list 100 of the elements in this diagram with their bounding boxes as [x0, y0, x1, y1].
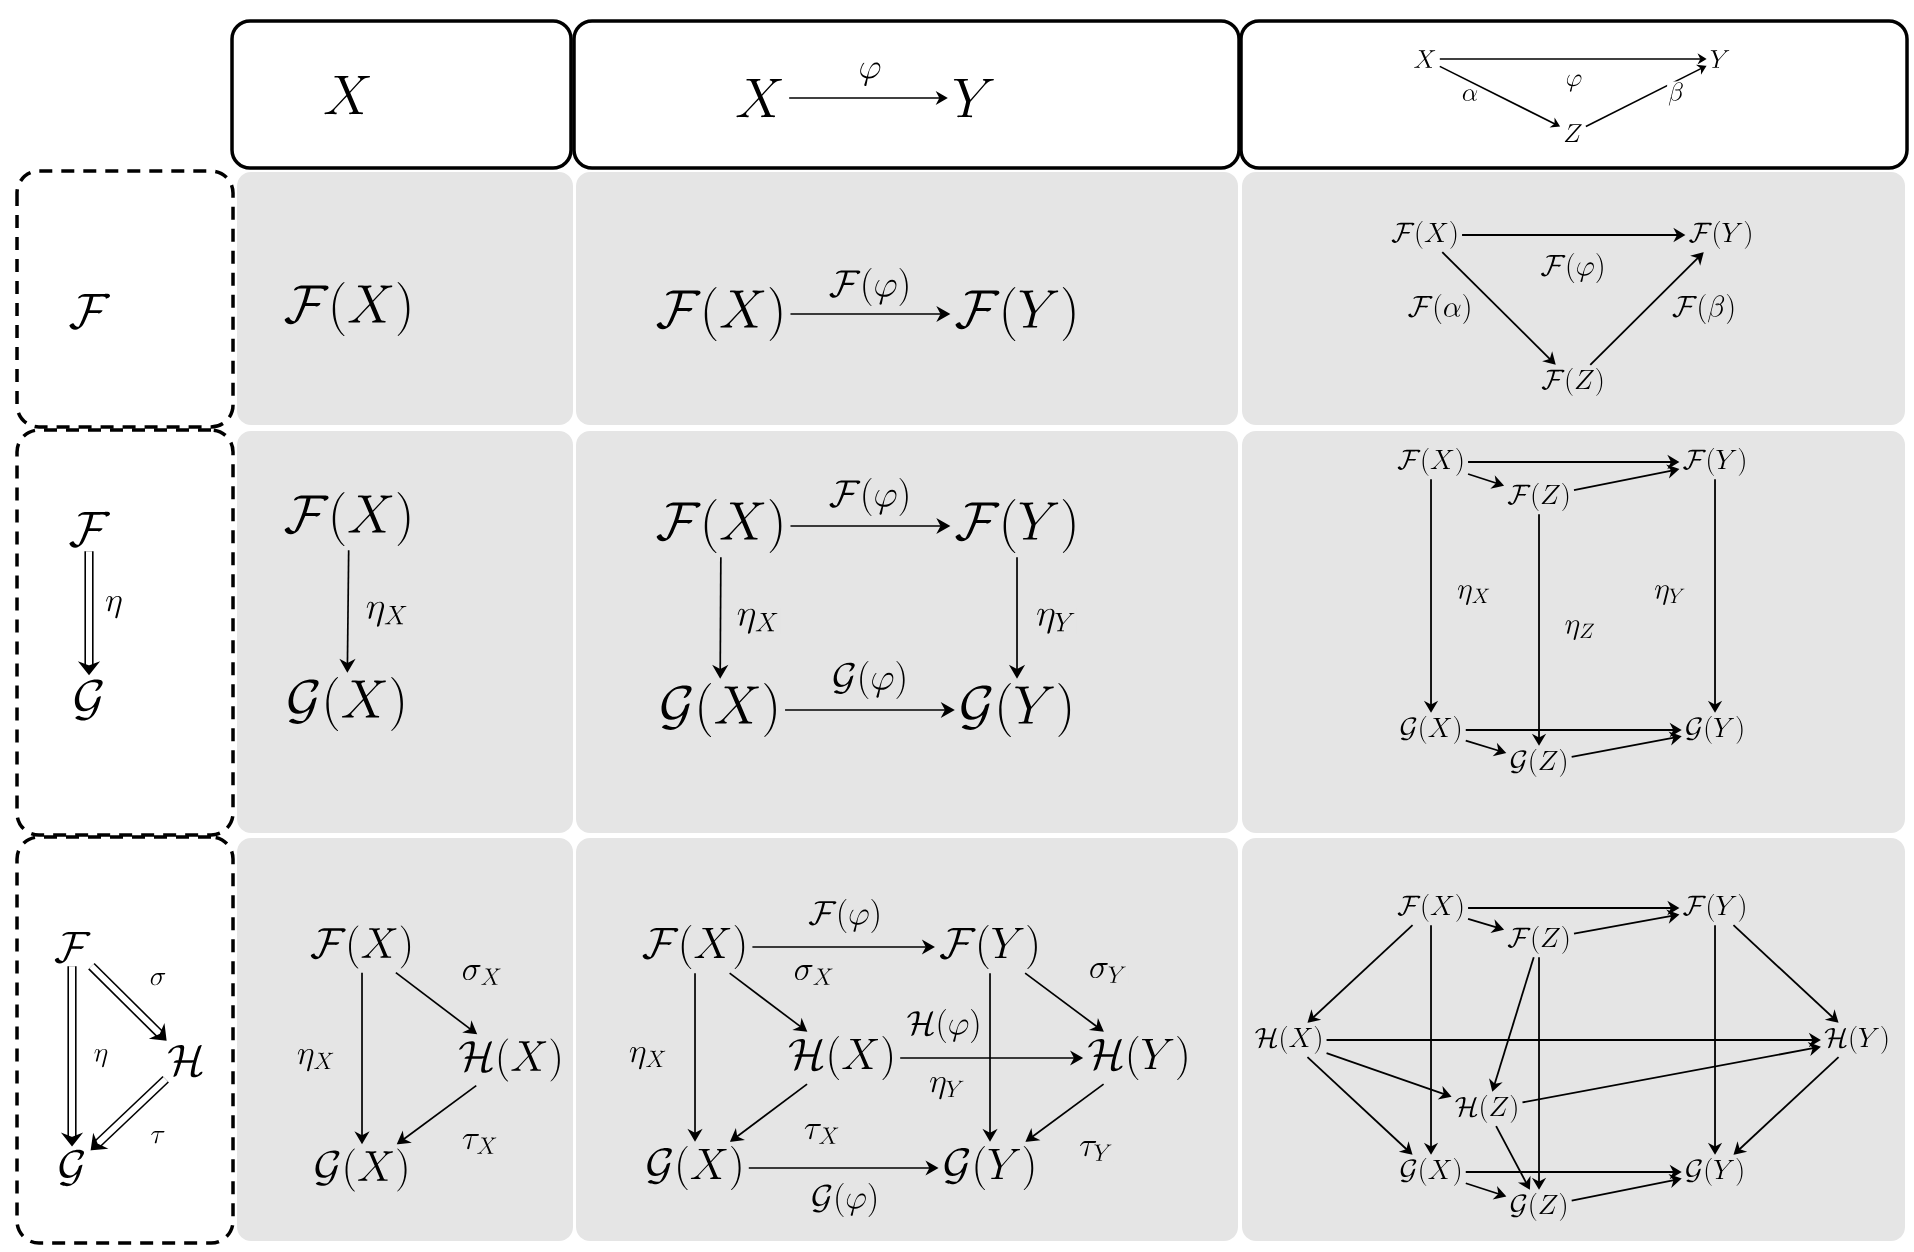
- edge-label: $\eta_Y$: [1653, 584, 1687, 606]
- formula: $\mathcal{F}(X)$: [656, 287, 782, 341]
- edge-label: $\eta_X$: [295, 1048, 337, 1072]
- table-cell: [237, 838, 573, 1241]
- arrow: [1024, 972, 1104, 1032]
- table-cell: [576, 172, 1238, 425]
- formula: $\mathcal{H}(Y)$: [1824, 1026, 1888, 1054]
- formula: $\mathcal{H}(X)$: [459, 1038, 560, 1082]
- formula: $\mathcal{H}(Z)$: [1455, 1095, 1517, 1123]
- formula: $\mathcal{G}(X)$: [1400, 716, 1460, 744]
- table-cell: [576, 838, 1238, 1241]
- formula: $\mathcal{G}(X)$: [288, 677, 403, 731]
- table-cell: [1242, 172, 1905, 425]
- formula: $\mathcal{G}(X)$: [315, 1148, 407, 1192]
- formula: $Y$: [1710, 50, 1730, 68]
- edge-label: $\eta$: [104, 595, 124, 619]
- dashed-box: [15, 835, 235, 1245]
- formula: $\mathcal{G}(X)$: [661, 683, 776, 737]
- table-cell: $\mathcal{F}(X)$: [237, 172, 573, 425]
- formula: $\mathcal{F}(X)$: [1391, 221, 1457, 249]
- formula: $\mathcal{F}(Z)$: [1541, 368, 1603, 396]
- formula: $\mathcal{G}(X)$: [647, 1146, 741, 1190]
- edge-label: $\sigma_X$: [792, 964, 836, 986]
- formula: $\mathcal{H}(Y)$: [1088, 1036, 1187, 1080]
- formula: $\mathcal{G}(Y)$: [961, 683, 1071, 737]
- table-cell: [1242, 431, 1905, 833]
- formula: $\mathcal{F}(Y)$: [939, 925, 1037, 969]
- edge-label: $\mathcal{F}(\varphi)$: [1539, 252, 1607, 284]
- arrow: [1585, 64, 1707, 128]
- formula: $\mathcal{F}(Y)$: [1689, 221, 1751, 249]
- formula: $\mathcal{F}(Y)$: [1683, 448, 1745, 476]
- formula: $Z$: [1564, 124, 1582, 142]
- edge-label: $\mathcal{F}(\varphi)$: [827, 267, 913, 307]
- arrow: [1589, 252, 1704, 366]
- formula: $\mathcal{F}(Z)$: [1507, 483, 1569, 511]
- edge-label: $\mathcal{G}(\varphi)$: [830, 660, 910, 700]
- formula: $\mathcal{G}(X)$: [1400, 1158, 1460, 1186]
- double-arrow: [90, 1075, 169, 1151]
- edge-label: $\tau$: [149, 1129, 167, 1145]
- formula: $\mathcal{F}(X)$: [1397, 448, 1463, 476]
- formula: $\mathcal{G}$: [74, 679, 103, 721]
- formula: $\mathcal{G}(Y)$: [1686, 716, 1743, 744]
- arrow: [1733, 1056, 1840, 1155]
- table-cell: [1242, 838, 1905, 1241]
- edge-label: $\eta_X$: [1456, 584, 1492, 606]
- edge-label: $\eta_X$: [735, 608, 781, 634]
- edge-label: $\eta_X$: [364, 601, 410, 627]
- formula: $\mathcal{F}(X)$: [310, 925, 411, 969]
- arrow: [1732, 924, 1839, 1023]
- formula: $\mathcal{F}(X)$: [656, 499, 782, 553]
- table-cell: [237, 431, 573, 833]
- formula: $Y$: [953, 78, 994, 118]
- edge-label: $\tau_X$: [460, 1133, 500, 1155]
- arrow: [1307, 924, 1414, 1023]
- formula: $\mathcal{F}(Y)$: [955, 287, 1075, 341]
- edge-label: $\tau_X$: [802, 1123, 842, 1145]
- header-box: [572, 19, 1241, 170]
- formula: $\mathcal{F}(X)$: [642, 925, 745, 969]
- edge-label: $\mathcal{F}(\alpha)$: [1406, 293, 1474, 325]
- formula: $\mathcal{F}(Y)$: [955, 499, 1075, 553]
- formula: $\mathcal{G}(Y)$: [1686, 1158, 1743, 1186]
- formula: $\mathcal{G}$: [59, 1149, 85, 1187]
- formula: $\mathcal{F}(Y)$: [1683, 894, 1745, 922]
- formula: $\mathcal{H}(X)$: [788, 1036, 892, 1080]
- formula: $X$: [1414, 50, 1436, 68]
- edge-label: $\beta$: [1667, 81, 1685, 107]
- edge-label: $\eta_Y$: [928, 1076, 966, 1100]
- edge-label: $\varphi$: [857, 61, 883, 87]
- edge-label: $\mathcal{G}(\varphi)$: [809, 1182, 881, 1218]
- dashed-box: $\mathcal{F}$: [15, 169, 235, 429]
- edge-label: $\sigma_Y$: [1087, 962, 1129, 984]
- edge-label: $\tau_Y$: [1078, 1140, 1114, 1162]
- formula: $X$: [736, 78, 782, 118]
- edge-label: $\sigma$: [148, 971, 168, 987]
- edge-label: $\mathcal{F}(\varphi)$: [827, 477, 913, 517]
- edge-label: $\mathcal{F}(\varphi)$: [807, 898, 883, 934]
- formula: $\mathcal{G}(Z)$: [1510, 749, 1566, 777]
- edge-label: $\eta_Y$: [1035, 608, 1077, 634]
- table-cell: [576, 431, 1238, 833]
- edge-label: $\eta_X$: [627, 1046, 669, 1070]
- edge-label: $\eta$: [92, 1048, 110, 1068]
- arrow: [1521, 1041, 1821, 1104]
- arrow: [1495, 1125, 1531, 1190]
- edge-label: $\mathcal{H}(\varphi)$: [905, 1008, 983, 1044]
- formula: $\mathcal{G}(Y)$: [944, 1146, 1034, 1190]
- formula: $\mathcal{F}$: [69, 511, 111, 548]
- formula: $\mathcal{H}$: [168, 1045, 203, 1078]
- arrow: [1441, 251, 1556, 365]
- header-box: $X$: [230, 19, 573, 170]
- dashed-box: [15, 428, 235, 837]
- formula: $\mathcal{G}(Z)$: [1510, 1193, 1566, 1221]
- formula: $\mathcal{F}$: [54, 931, 91, 964]
- edge-label: $\mathcal{F}(\beta)$: [1671, 293, 1738, 325]
- formula: $\mathcal{F}(X)$: [1397, 894, 1463, 922]
- double-arrow: [88, 962, 167, 1041]
- arrow: [1025, 1083, 1105, 1142]
- arrow: [1306, 1056, 1413, 1155]
- edge-label: $\sigma_X$: [460, 964, 504, 986]
- formula: $\mathcal{H}(X)$: [1255, 1026, 1321, 1054]
- formula: $\mathcal{F}(X)$: [284, 492, 410, 546]
